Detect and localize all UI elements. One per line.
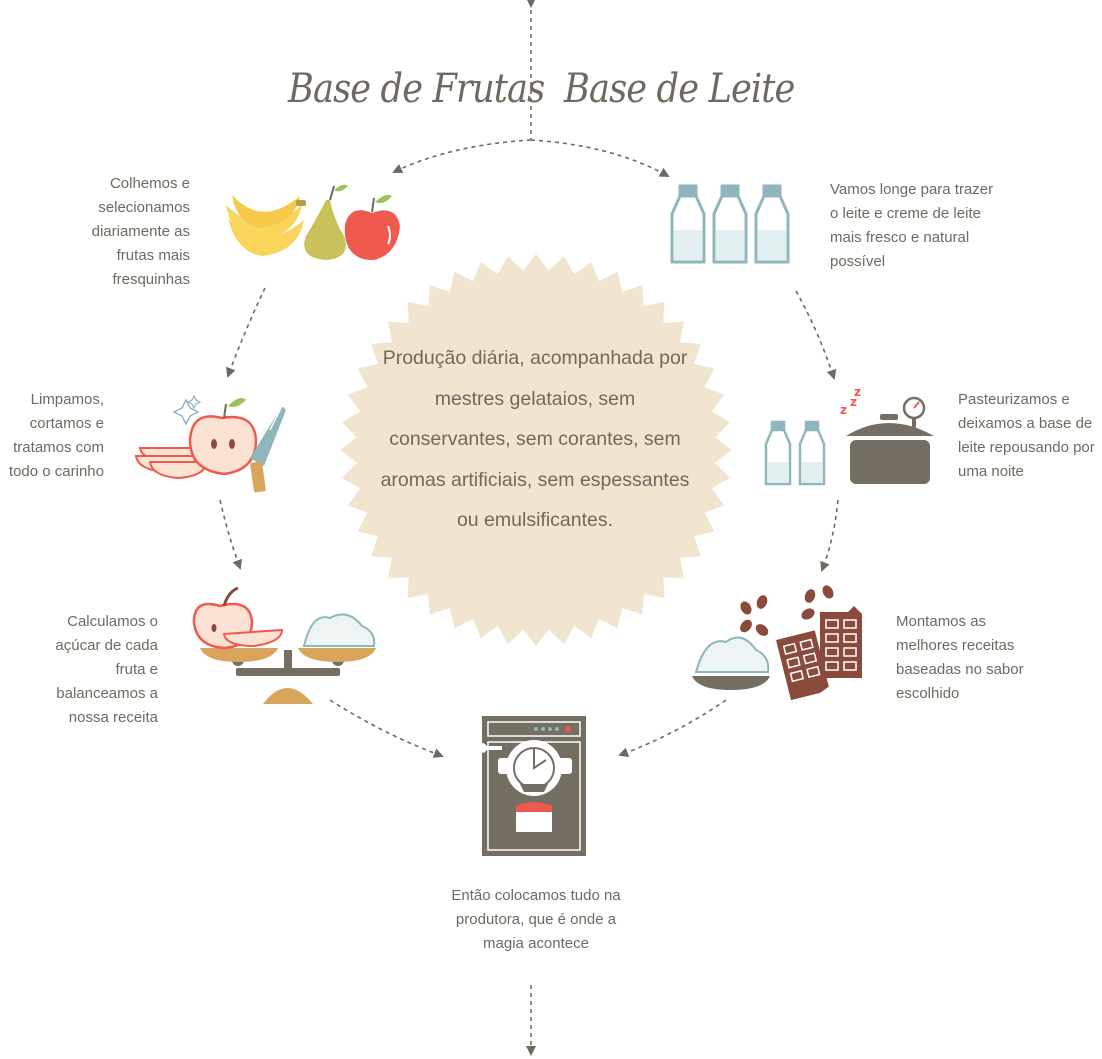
svg-text:z: z (854, 385, 861, 399)
ice-cream-machine-icon (477, 716, 586, 856)
arrow-fruit-3-machine (329, 699, 444, 758)
title-milk-base: Base de Leite (564, 66, 795, 112)
milk-bottles-icon (670, 184, 790, 264)
arrow-to-milk (530, 139, 670, 177)
step-fruit-2-caption: Limpamos, cortamos e tratamos com todo o… (8, 391, 104, 480)
step-milk-2-caption: Pasteurizamos e deixamos a base de leite… (958, 391, 1095, 480)
arrow-fruit-2-3 (219, 499, 242, 570)
arrow-to-fruit (392, 139, 532, 174)
svg-text:z: z (850, 395, 857, 409)
step-fruit-1-caption: Colhemos e selecionamos diariamente as f… (91, 175, 190, 288)
arrow-fruit-1-2 (226, 287, 266, 378)
apple-knife-icon (134, 394, 286, 493)
svg-text:z: z (840, 403, 847, 417)
arrow-milk-1-2 (795, 290, 837, 380)
step-fruit-3-caption: Calculamos o açúcar de cada fruta e bala… (55, 613, 158, 726)
arrow-milk-3-machine (618, 699, 727, 757)
chocolate-almonds-icon (692, 585, 862, 701)
scale-icon (192, 586, 376, 704)
pasteurizer-icon: z z z (764, 385, 934, 486)
center-badge (340, 254, 732, 646)
step-final-caption: Então colocamos tudo na produtora, que é… (451, 887, 621, 952)
title-fruit-base: Base de Frutas (288, 66, 545, 112)
center-description: Produção diária, acompanhada por mestres… (380, 347, 690, 531)
step-milk-3-caption: Montamos as melhores receitas baseadas n… (896, 613, 1024, 702)
arrow-milk-2-3 (820, 499, 839, 572)
step-milk-1-caption: Vamos longe para trazer o leite e creme … (830, 181, 994, 270)
fruits-icon (226, 184, 400, 260)
